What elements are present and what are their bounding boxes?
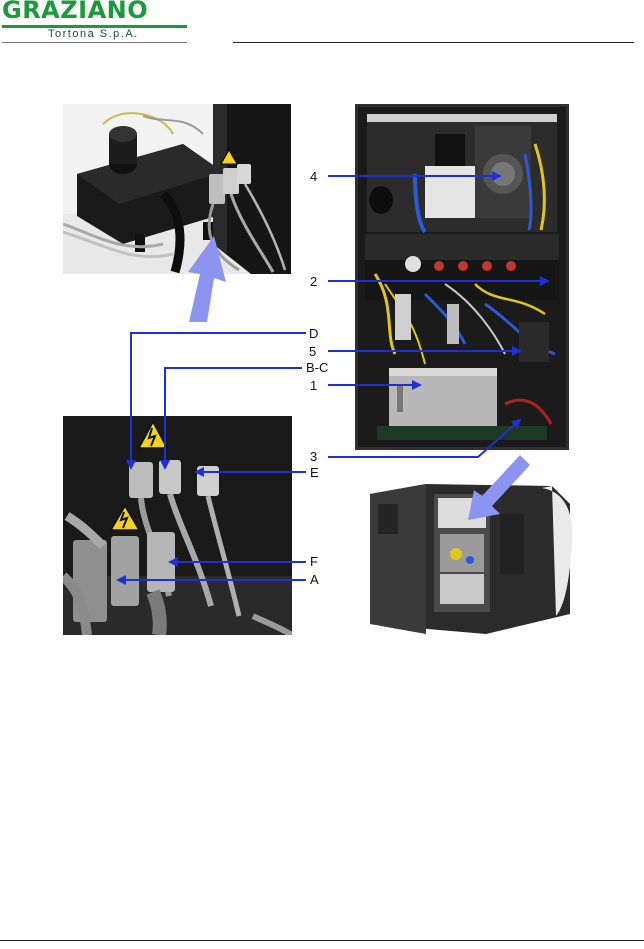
callout-label-F: F [310,554,318,569]
callout-label-3: 3 [310,449,318,464]
callout-label-1: 1 [310,378,318,393]
callout-label-E: E [310,465,319,480]
photo-connector-panel-topview [63,104,291,274]
company-logo: GRAZIANO Tortona S.p.A. [2,0,187,44]
callout-label-2: 2 [310,274,318,289]
photo-connector-panel-closeup [63,416,292,635]
logo-company-name: Tortona S.p.A. [48,28,139,40]
callout-label-A: A [310,572,319,587]
callout-label-4: 4 [310,169,318,184]
callout-label-5: 5 [309,344,317,359]
photo-machine-overview [366,464,578,636]
logo-underline [2,42,187,43]
logo-rule [2,25,187,28]
logo-brand-name: GRAZIANO [2,0,149,24]
header-rule [233,42,634,43]
photo-electrical-cabinet-open [355,104,569,450]
callout-label-B-C: B-C [306,360,329,375]
footer-rule [0,940,644,941]
callout-label-D: D [309,326,319,341]
